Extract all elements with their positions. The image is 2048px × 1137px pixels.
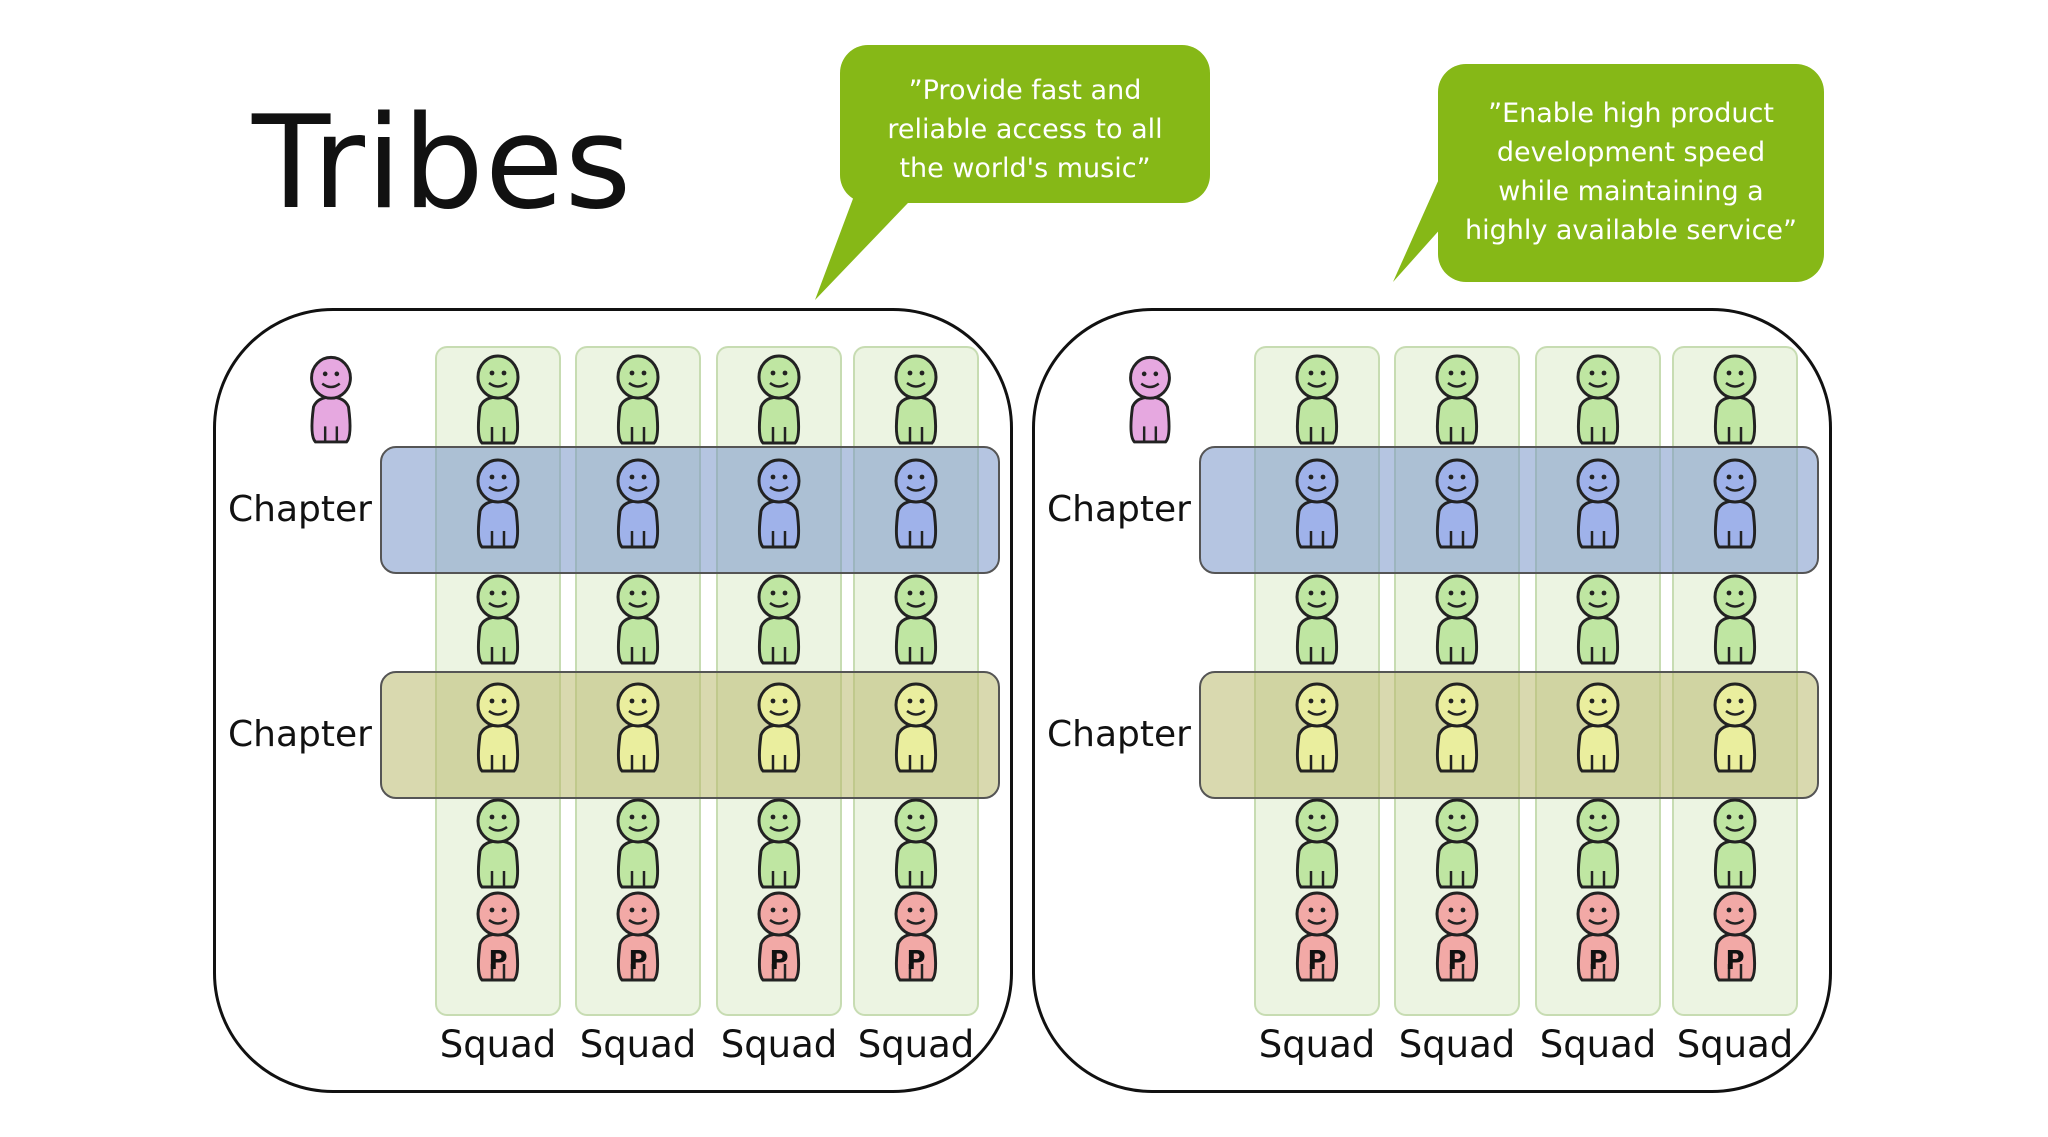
squad-member-icon xyxy=(462,349,534,447)
svg-text:P: P xyxy=(1725,946,1744,976)
speech-bubble-tribe-1: ”Provide fast and reliable access to all… xyxy=(840,45,1210,203)
squad-member-icon xyxy=(1281,349,1353,447)
speech-bubble-tribe-2: ”Enable high product development speed w… xyxy=(1438,64,1824,282)
slide-title: Tribes xyxy=(252,89,633,238)
squad-member-icon xyxy=(1699,349,1771,447)
chapter-label: Chapter xyxy=(1047,714,1191,755)
squad-member-icon xyxy=(880,349,952,447)
chapter-label: Chapter xyxy=(1047,489,1191,530)
product-owner-icon: P xyxy=(1562,886,1634,984)
chapter-member-icon xyxy=(743,677,815,775)
squad-label: Squad xyxy=(1398,1023,1516,1066)
chapter-member-icon xyxy=(1421,677,1493,775)
chapter-member-icon xyxy=(1421,453,1493,551)
bubble-1-line: ”Provide fast and xyxy=(908,75,1142,106)
chapter-label: Chapter xyxy=(228,489,372,530)
chapter-member-icon xyxy=(880,453,952,551)
tribe-container: Chapter Chapter P P P P Squad Squad Squad S… xyxy=(213,308,1013,1093)
product-owner-icon: P xyxy=(602,886,674,984)
product-owner-icon: P xyxy=(1421,886,1493,984)
bubble-1-line: reliable access to all xyxy=(887,114,1163,145)
squad-member-icon xyxy=(1421,793,1493,891)
squad-member-icon xyxy=(1421,569,1493,667)
tribe-container: Chapter Chapter P P P P Squad Squad Squad S… xyxy=(1032,308,1832,1093)
chapter-member-icon xyxy=(1699,677,1771,775)
bubble-1-tail xyxy=(815,180,930,300)
chapter-member-icon xyxy=(880,677,952,775)
chapter-member-icon xyxy=(1281,453,1353,551)
bubble-2-line: while maintaining a xyxy=(1498,176,1764,207)
squad-label: Squad xyxy=(1539,1023,1657,1066)
tribe-lead-icon xyxy=(1129,355,1171,444)
bubble-2-line: highly available service” xyxy=(1464,215,1798,246)
squad-member-icon xyxy=(1421,349,1493,447)
squad-member-icon xyxy=(1281,793,1353,891)
chapter-member-icon xyxy=(1281,677,1353,775)
squad-label: Squad xyxy=(439,1023,557,1066)
squad-member-icon xyxy=(602,793,674,891)
squad-member-icon xyxy=(880,793,952,891)
squad-member-icon xyxy=(1699,793,1771,891)
squad-label: Squad xyxy=(579,1023,697,1066)
squad-label: Squad xyxy=(720,1023,838,1066)
svg-text:P: P xyxy=(628,946,647,976)
chapter-member-icon xyxy=(602,677,674,775)
squad-member-icon xyxy=(743,349,815,447)
squad-member-icon xyxy=(1562,793,1634,891)
svg-text:P: P xyxy=(906,946,925,976)
product-owner-icon: P xyxy=(743,886,815,984)
squad-label: Squad xyxy=(1676,1023,1794,1066)
squad-label: Squad xyxy=(1258,1023,1376,1066)
chapter-member-icon xyxy=(462,677,534,775)
chapter-member-icon xyxy=(1562,453,1634,551)
squad-member-icon xyxy=(743,569,815,667)
svg-text:P: P xyxy=(1307,946,1326,976)
product-owner-icon: P xyxy=(462,886,534,984)
squad-member-icon xyxy=(1281,569,1353,667)
bubble-1-line: the world's music” xyxy=(899,153,1151,184)
chapter-member-icon xyxy=(743,453,815,551)
chapter-member-icon xyxy=(1562,677,1634,775)
chapter-member-icon xyxy=(1699,453,1771,551)
squad-member-icon xyxy=(1562,569,1634,667)
chapter-member-icon xyxy=(462,453,534,551)
squad-member-icon xyxy=(462,793,534,891)
bubble-2-line: development speed xyxy=(1496,137,1766,168)
squad-member-icon xyxy=(462,569,534,667)
squad-member-icon xyxy=(602,349,674,447)
tribe-lead-icon xyxy=(310,355,352,444)
squad-member-icon xyxy=(1699,569,1771,667)
bubble-2-line: ”Enable high product xyxy=(1488,98,1774,129)
product-owner-icon: P xyxy=(1699,886,1771,984)
product-owner-icon: P xyxy=(1281,886,1353,984)
product-owner-icon: P xyxy=(880,886,952,984)
chapter-member-icon xyxy=(602,453,674,551)
chapter-label: Chapter xyxy=(228,714,372,755)
svg-text:P: P xyxy=(769,946,788,976)
squad-member-icon xyxy=(743,793,815,891)
squad-member-icon xyxy=(1562,349,1634,447)
svg-text:P: P xyxy=(488,946,507,976)
squad-member-icon xyxy=(602,569,674,667)
svg-text:P: P xyxy=(1447,946,1466,976)
svg-text:P: P xyxy=(1588,946,1607,976)
squad-label: Squad xyxy=(857,1023,975,1066)
squad-member-icon xyxy=(880,569,952,667)
